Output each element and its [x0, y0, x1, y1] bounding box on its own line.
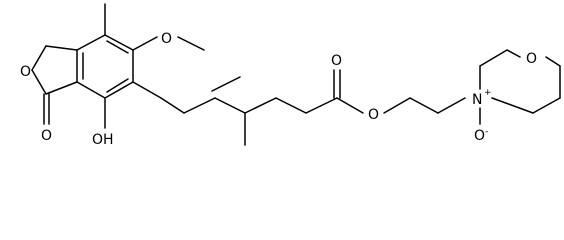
methoxy-group: [132, 36, 205, 51]
lactone-ring: [31, 45, 78, 125]
methoxy-oxygen: O: [161, 31, 172, 47]
benzene-ring: [76, 34, 134, 99]
morpholine-oxygen: O: [526, 51, 537, 67]
atom-labels: O O OH O O O N + O O -: [20, 31, 537, 148]
n-oxide-oxygen: O: [474, 128, 485, 144]
side-chain: [132, 76, 364, 146]
nitrogen-positive-charge: +: [484, 88, 492, 98]
lactone-carbonyl-oxygen: O: [41, 128, 52, 144]
ester-carbonyl-oxygen: O: [331, 53, 342, 69]
ester-oxygen: O: [368, 107, 379, 123]
phenol-hydroxyl: OH: [92, 132, 114, 148]
morpholine-ring: [479, 49, 561, 125]
n-oxide-negative-charge: -: [485, 127, 488, 137]
morpholine-nitrogen: N: [472, 92, 482, 108]
lactone-ring-oxygen: O: [20, 64, 31, 80]
ethyl-linker: [383, 97, 466, 114]
structure-diagram: O O OH O O O N + O O -: [20, 3, 561, 148]
molecule-svg: O O OH O O O N + O O -: [20, 3, 561, 148]
ester-carbonyl: [333, 69, 341, 99]
